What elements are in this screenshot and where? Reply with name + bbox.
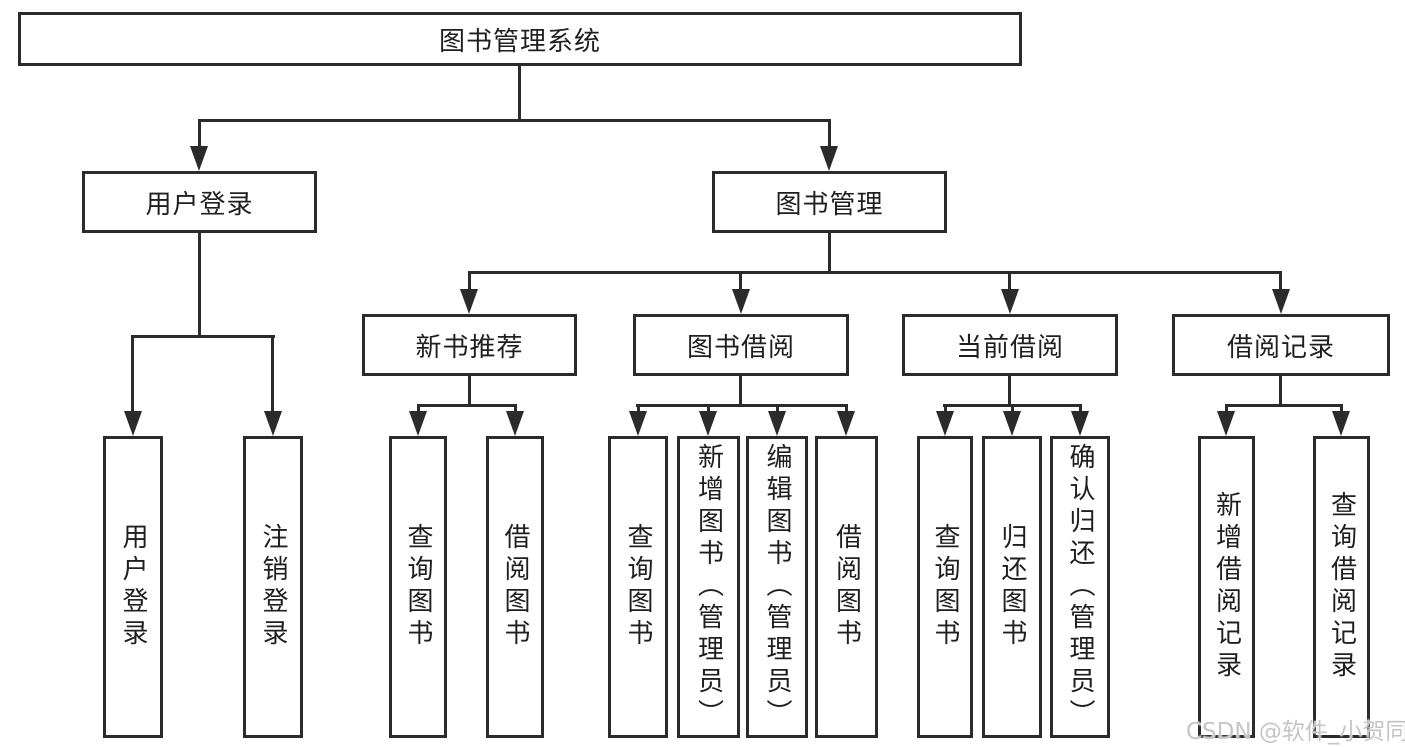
leaf-recommend-query-books-label: 查询图书: [403, 523, 433, 651]
leaf-confirm-return-admin: 确认归还（管理员）: [1050, 436, 1110, 738]
node-book-management-label: 图书管理: [775, 189, 884, 220]
arrowhead-down-icon: [936, 411, 954, 436]
node-current-borrow-label: 当前借阅: [955, 332, 1064, 363]
leaf-logout-label: 注销登录: [258, 523, 288, 651]
leaf-add-borrow-record: 新增借阅记录: [1198, 436, 1255, 738]
node-book-management: 图书管理: [712, 171, 947, 233]
leaf-borrow-books: 借阅图书: [815, 436, 878, 738]
arrowhead-down-icon: [837, 411, 855, 436]
connector-line: [198, 119, 201, 149]
node-root: 图书管理系统: [18, 12, 1022, 66]
arrowhead-down-icon: [190, 146, 208, 171]
arrowhead-down-icon: [768, 411, 786, 436]
node-user-login: 用户登录: [82, 171, 317, 233]
arrowhead-down-icon: [629, 411, 647, 436]
node-root-label: 图书管理系统: [438, 26, 601, 57]
arrowhead-down-icon: [1217, 411, 1235, 436]
arrowhead-down-icon: [1071, 411, 1089, 436]
arrowhead-down-icon: [1001, 289, 1019, 314]
connector-line: [131, 335, 275, 338]
connector-line: [944, 404, 947, 414]
node-new-book-recommend-label: 新书推荐: [415, 332, 524, 363]
leaf-query-borrow-record: 查询借阅记录: [1313, 436, 1370, 738]
leaf-user-login: 用户登录: [103, 436, 163, 738]
connector-line: [468, 271, 471, 293]
connector-line: [514, 404, 517, 414]
leaf-add-books-admin-label: 新增图书（管理员）: [693, 443, 724, 731]
leaf-borrow-query-books-label: 查询图书: [623, 523, 653, 651]
connector-line: [271, 335, 274, 414]
leaf-edit-books-admin: 编辑图书（管理员）: [746, 436, 808, 738]
node-book-borrow-label: 图书借阅: [686, 332, 795, 363]
node-user-login-label: 用户登录: [145, 189, 254, 220]
connector-line: [739, 271, 742, 293]
connector-line: [828, 119, 831, 149]
connector-line: [417, 404, 517, 407]
connector-line: [1279, 271, 1282, 293]
arrowhead-down-icon: [732, 289, 750, 314]
connector-line: [468, 271, 1282, 274]
connector-line: [1340, 404, 1343, 414]
leaf-query-borrow-record-label: 查询借阅记录: [1326, 491, 1357, 683]
leaf-current-query-books: 查询图书: [917, 436, 973, 738]
node-current-borrow: 当前借阅: [902, 314, 1118, 376]
leaf-current-query-books-label: 查询图书: [930, 523, 960, 651]
connector-line: [1011, 404, 1014, 414]
connector-line: [198, 233, 201, 338]
leaf-recommend-borrow-books-label: 借阅图书: [500, 523, 530, 651]
connector-line: [1079, 404, 1082, 414]
connector-line: [707, 404, 710, 414]
leaf-user-login-label: 用户登录: [118, 523, 148, 651]
connector-line: [739, 376, 742, 406]
leaf-logout: 注销登录: [243, 436, 303, 738]
leaf-recommend-borrow-books: 借阅图书: [486, 436, 544, 738]
leaf-borrow-books-label: 借阅图书: [831, 523, 862, 651]
connector-line: [828, 233, 831, 273]
arrowhead-down-icon: [1332, 411, 1350, 436]
arrowhead-down-icon: [264, 411, 282, 436]
connector-line: [131, 335, 134, 414]
connector-line: [1279, 376, 1282, 406]
leaf-add-books-admin: 新增图书（管理员）: [677, 436, 740, 738]
arrowhead-down-icon: [124, 411, 142, 436]
arrowhead-down-icon: [506, 411, 524, 436]
connector-line: [518, 66, 521, 120]
connector-line: [1008, 271, 1011, 293]
leaf-borrow-query-books: 查询图书: [608, 436, 668, 738]
connector-line: [637, 404, 640, 414]
leaf-recommend-query-books: 查询图书: [389, 436, 447, 738]
arrowhead-down-icon: [1003, 411, 1021, 436]
node-borrow-records-label: 借阅记录: [1226, 332, 1335, 363]
arrowhead-down-icon: [699, 411, 717, 436]
connector-line: [776, 404, 779, 414]
connector-line: [417, 404, 420, 414]
arrowhead-down-icon: [820, 146, 838, 171]
arrowhead-down-icon: [460, 289, 478, 314]
connector-line: [198, 119, 831, 122]
arrowhead-down-icon: [409, 411, 427, 436]
leaf-return-books-label: 归还图书: [997, 523, 1027, 651]
node-borrow-records: 借阅记录: [1172, 314, 1390, 376]
connector-line: [636, 404, 848, 407]
leaf-edit-books-admin-label: 编辑图书（管理员）: [762, 443, 792, 731]
leaf-confirm-return-admin-label: 确认归还（管理员）: [1065, 443, 1095, 731]
connector-line: [845, 404, 848, 414]
node-book-borrow: 图书借阅: [633, 314, 849, 376]
connector-line: [1225, 404, 1228, 414]
connector-line: [468, 376, 471, 406]
connector-line: [1008, 376, 1011, 406]
leaf-return-books: 归还图书: [982, 436, 1042, 738]
leaf-add-borrow-record-label: 新增借阅记录: [1211, 491, 1242, 683]
connector-line: [1225, 404, 1343, 407]
node-new-book-recommend: 新书推荐: [362, 314, 577, 376]
csdn-watermark: CSDN @软件_小贺同学: [1186, 719, 1405, 745]
arrowhead-down-icon: [1272, 289, 1290, 314]
